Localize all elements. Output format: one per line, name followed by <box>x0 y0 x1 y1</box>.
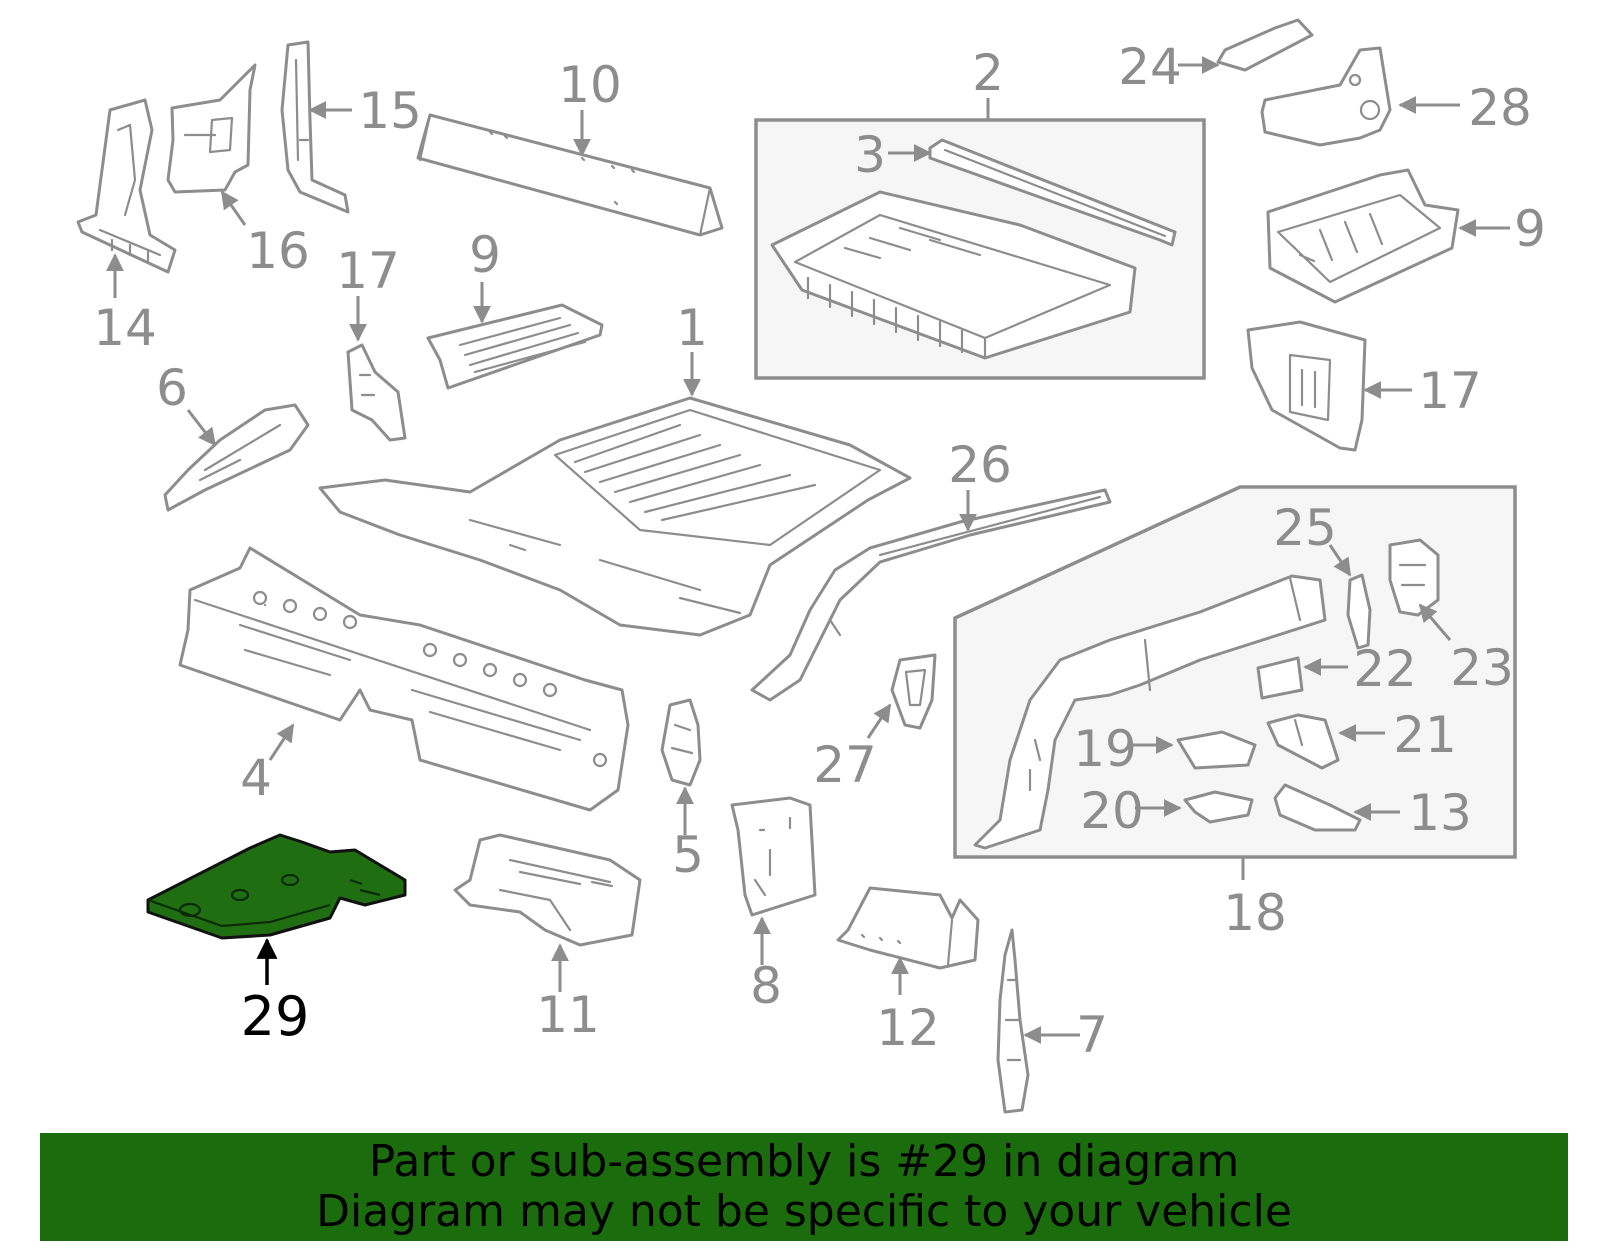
callout-12: 12 <box>876 999 940 1057</box>
part-20[interactable] <box>1183 790 1254 824</box>
part-26[interactable] <box>750 488 1112 702</box>
part-29-highlighted[interactable] <box>146 833 407 940</box>
banner-line-2: Diagram may not be specific to your vehi… <box>316 1186 1292 1237</box>
callout-23: 23 <box>1450 639 1514 697</box>
callout-14: 14 <box>93 299 157 357</box>
callout-6: 6 <box>156 359 188 417</box>
callout-26: 26 <box>948 436 1012 494</box>
callout-24: 24 <box>1118 38 1182 96</box>
part-27[interactable] <box>890 653 937 730</box>
callout-29-highlighted: 29 <box>241 985 310 1048</box>
part-17-left[interactable] <box>346 343 407 442</box>
part-25[interactable] <box>1346 573 1372 650</box>
part-9-left[interactable] <box>426 303 604 390</box>
part-17-right[interactable] <box>1246 320 1367 452</box>
part-23[interactable] <box>1388 538 1440 617</box>
part-11[interactable] <box>453 833 642 947</box>
callout-8: 8 <box>750 957 782 1015</box>
part-16[interactable] <box>166 63 257 194</box>
callout-28: 28 <box>1468 79 1532 137</box>
leader-lines <box>106 56 1510 1044</box>
part-9-right[interactable] <box>1266 168 1460 304</box>
callout-20: 20 <box>1080 782 1144 840</box>
part-8[interactable] <box>730 796 817 917</box>
callout-1: 1 <box>676 299 708 357</box>
callout-19: 19 <box>1073 720 1137 778</box>
callout-9-right: 9 <box>1514 200 1546 258</box>
callout-5: 5 <box>672 826 704 884</box>
callout-17-left: 17 <box>336 242 400 300</box>
callout-2: 2 <box>972 44 1004 102</box>
callout-21: 21 <box>1393 706 1457 764</box>
part-13[interactable] <box>1273 783 1362 832</box>
callout-13: 13 <box>1408 784 1472 842</box>
callout-9-left: 9 <box>469 226 501 284</box>
callout-18: 18 <box>1223 884 1287 942</box>
info-banner: Part or sub-assembly is #29 in diagram D… <box>40 1133 1568 1241</box>
callout-22: 22 <box>1353 640 1417 698</box>
callout-17-right: 17 <box>1418 362 1482 420</box>
part-1-floor[interactable] <box>318 396 912 637</box>
callout-15: 15 <box>358 82 422 140</box>
subassembly-box-18 <box>953 485 1517 859</box>
part-7[interactable] <box>996 928 1030 1114</box>
callout-27: 27 <box>813 736 877 794</box>
part-24[interactable] <box>1216 18 1314 72</box>
callout-7: 7 <box>1076 1006 1108 1064</box>
part-2-tub[interactable] <box>770 190 1137 360</box>
banner-line-1: Part or sub-assembly is #29 in diagram <box>368 1136 1240 1187</box>
part-4[interactable] <box>178 546 630 812</box>
callout-labels: 1 2 3 4 5 6 7 8 9 9 10 11 12 13 14 15 16… <box>93 38 1546 1064</box>
part-6[interactable] <box>163 403 310 512</box>
part-12[interactable] <box>836 886 980 970</box>
part-15[interactable] <box>280 40 350 214</box>
part-19[interactable] <box>1176 730 1257 770</box>
part-21[interactable] <box>1266 713 1340 770</box>
callout-25: 25 <box>1273 499 1337 557</box>
callout-4: 4 <box>240 749 272 807</box>
part-10[interactable] <box>416 113 724 237</box>
callout-11: 11 <box>536 986 600 1044</box>
callout-3: 3 <box>854 126 886 184</box>
callout-10: 10 <box>558 56 622 114</box>
part-22[interactable] <box>1256 656 1304 700</box>
part-18-rail[interactable] <box>973 574 1327 850</box>
callout-16: 16 <box>246 222 310 280</box>
part-28[interactable] <box>1260 46 1392 147</box>
part-5[interactable] <box>660 698 702 787</box>
part-14[interactable] <box>76 98 177 274</box>
